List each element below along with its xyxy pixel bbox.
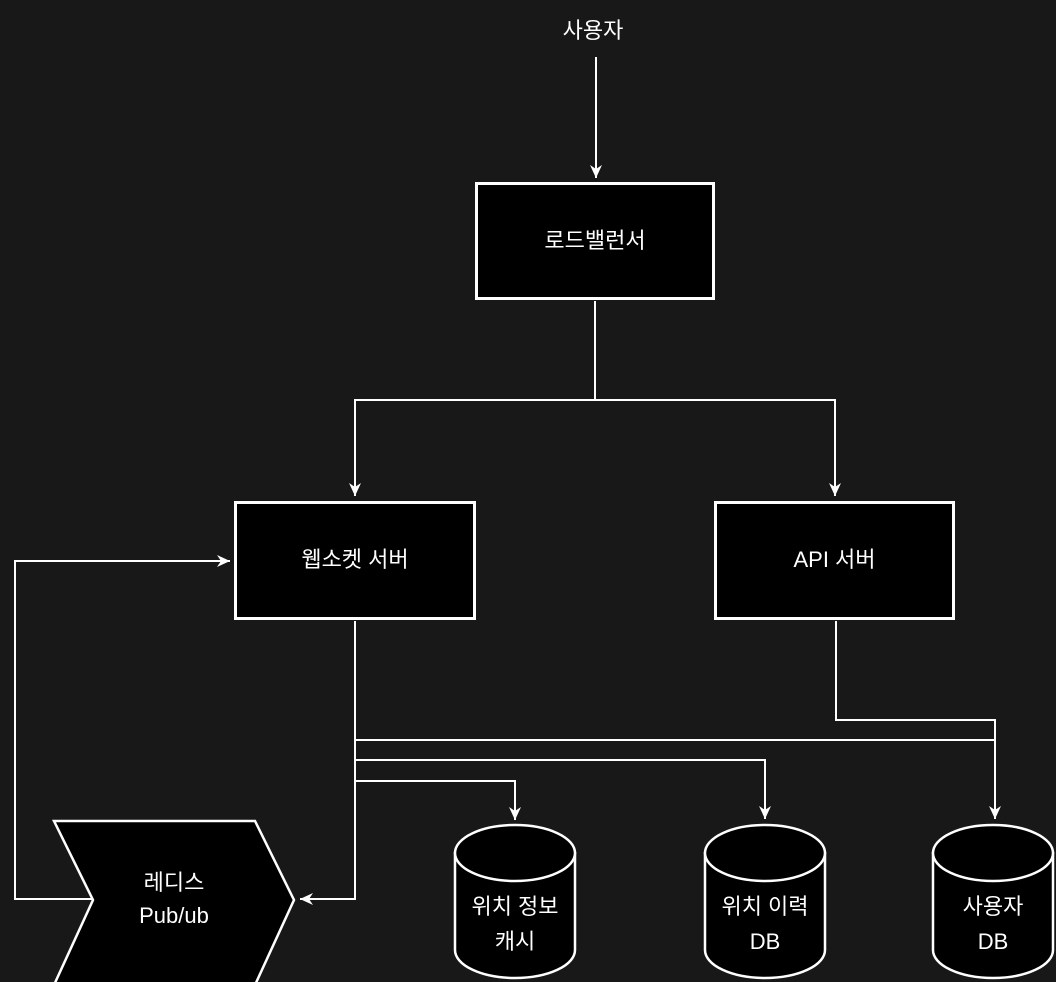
redis-pubsub-chevron-shape <box>51 819 296 982</box>
user-db-cylinder-shape <box>931 823 1055 980</box>
user-node-label: 사용자 <box>513 19 673 43</box>
edge-websocket-to-historydb <box>356 759 771 819</box>
user-label-text: 사용자 <box>562 18 624 43</box>
redis-pubsub-label-line2: Pub/ub <box>139 903 209 928</box>
user-db-label: 사용자 DB <box>923 889 1056 959</box>
edge-websocket-to-cache <box>356 780 521 820</box>
redis-pubsub-label-line1: 레디스 <box>143 870 205 895</box>
api-server-node: API 서버 <box>714 501 955 620</box>
edge-redis-to-websocket <box>14 555 230 900</box>
user-db-label-line1: 사용자 <box>962 894 1024 919</box>
location-info-cache-label: 위치 정보 캐시 <box>445 889 585 959</box>
redis-pubsub-label: 레디스 Pub/ub <box>94 866 254 932</box>
location-history-db-label-line2: DB <box>749 929 781 954</box>
location-history-db-label: 위치 이력 DB <box>695 889 835 959</box>
api-server-label: API 서버 <box>793 547 876 573</box>
location-history-db-cylinder-shape <box>703 823 827 980</box>
load-balancer-node: 로드밸런서 <box>475 182 715 300</box>
websocket-server-node: 웹소켓 서버 <box>234 501 476 620</box>
location-info-cache-label-line2: 캐시 <box>494 929 536 954</box>
location-info-cache-cylinder-shape <box>453 823 577 980</box>
user-db-label-line2: DB <box>977 929 1009 954</box>
location-history-db-label-line1: 위치 이력 <box>721 894 809 919</box>
edge-api-to-userdb <box>835 621 1001 819</box>
edge-websocket-to-redis <box>300 621 356 905</box>
location-info-cache-label-line1: 위치 정보 <box>471 894 559 919</box>
load-balancer-label: 로드밸런서 <box>544 227 646 253</box>
websocket-server-label: 웹소켓 서버 <box>301 547 409 573</box>
